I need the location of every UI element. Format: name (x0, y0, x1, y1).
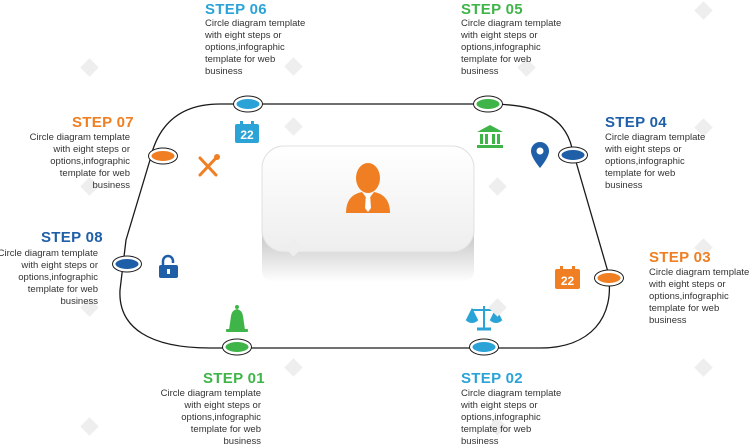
step-06-description: Circle diagram template with eight steps… (205, 18, 306, 77)
step-03-title: STEP 03 (649, 249, 711, 266)
step-05-description: Circle diagram template with eight steps… (461, 18, 562, 77)
node-markers (112, 95, 624, 356)
step-05-title: STEP 05 (461, 1, 523, 18)
step-loop-path (119, 103, 610, 349)
node-step-04 (558, 147, 588, 163)
node-step-02 (469, 339, 499, 355)
bank-icon (477, 125, 503, 148)
calendar-day-text: 22 (240, 128, 254, 142)
padlock-icon (159, 254, 178, 278)
step-01-description: Circle diagram template with eight steps… (160, 388, 261, 447)
step-07-description: Circle diagram template with eight steps… (29, 132, 130, 191)
step-08-title: STEP 08 (41, 229, 103, 246)
node-step-08 (112, 256, 142, 272)
step-04-title: STEP 04 (605, 114, 667, 131)
step-02-title: STEP 02 (461, 370, 523, 387)
node-step-05 (473, 96, 503, 112)
step-06-title: STEP 06 (205, 1, 267, 18)
calendar-icon: 22 (555, 266, 580, 289)
node-step-06 (233, 96, 263, 112)
node-step-01 (222, 339, 252, 355)
calendar-icon: 22 (235, 121, 259, 143)
calendar-day-text: 22 (561, 274, 575, 288)
bell-icon (226, 305, 248, 332)
step-07-title: STEP 07 (72, 114, 134, 131)
node-step-07 (148, 148, 178, 164)
node-step-03 (594, 270, 624, 286)
step-01-title: STEP 01 (203, 370, 265, 387)
step-02-description: Circle diagram template with eight steps… (461, 388, 562, 447)
businessman-icon (346, 163, 390, 213)
location-pin-icon (531, 142, 549, 168)
step-03-description: Circle diagram template with eight steps… (649, 267, 750, 326)
step-04-description: Circle diagram template with eight steps… (605, 132, 706, 191)
step-08-description: Circle diagram template with eight steps… (0, 248, 98, 307)
tools-icon (198, 154, 220, 177)
